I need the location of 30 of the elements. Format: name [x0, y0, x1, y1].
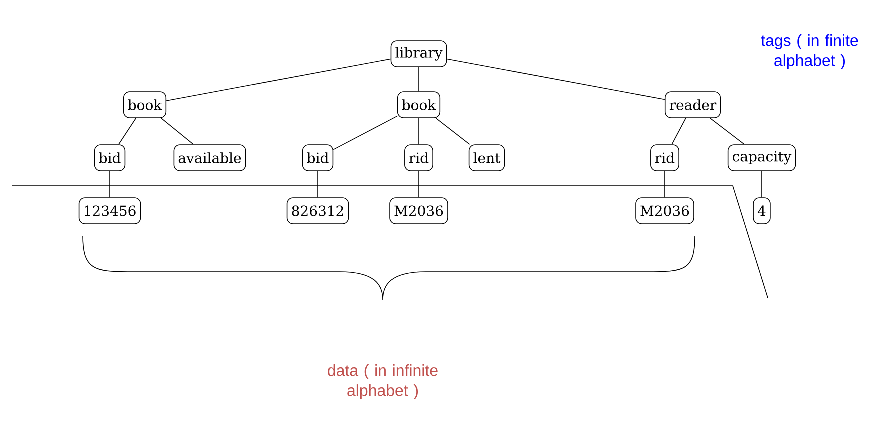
tree-node: 4	[753, 198, 771, 224]
annotation-text: tags ( in finite alphabet )	[761, 34, 858, 70]
tree-edge	[161, 118, 194, 145]
tree-node: M2036	[390, 198, 448, 224]
tree-node: M2036	[636, 198, 694, 224]
tree-edge	[418, 171, 420, 198]
tree-edge	[333, 116, 398, 150]
tree-node: 123456	[78, 198, 142, 224]
tree-node: library	[390, 40, 448, 68]
tree-node: available	[174, 144, 246, 172]
tree-node: rid	[404, 144, 434, 172]
tree-edge	[446, 58, 666, 100]
tree-node: book	[123, 92, 167, 118]
tree-edge	[664, 171, 666, 198]
tree-node: book	[397, 92, 441, 118]
tree-node: bid	[302, 144, 334, 172]
tree-edge	[418, 118, 420, 145]
tree-edge	[166, 58, 392, 102]
tree-node: capacity	[728, 144, 796, 172]
tree-node: lent	[468, 144, 506, 172]
tree-node: rid	[650, 144, 680, 172]
tree-edge	[418, 67, 420, 92]
tree-edge	[118, 118, 137, 145]
annotation-text: data ( in infinite alphabet )	[328, 364, 438, 400]
tree-node: 826312	[286, 198, 350, 224]
tree-edge	[672, 118, 686, 145]
tree-edge	[710, 118, 745, 145]
tree-node: reader	[664, 92, 722, 118]
tree-node: bid	[94, 144, 126, 172]
tree-edge	[436, 118, 470, 145]
